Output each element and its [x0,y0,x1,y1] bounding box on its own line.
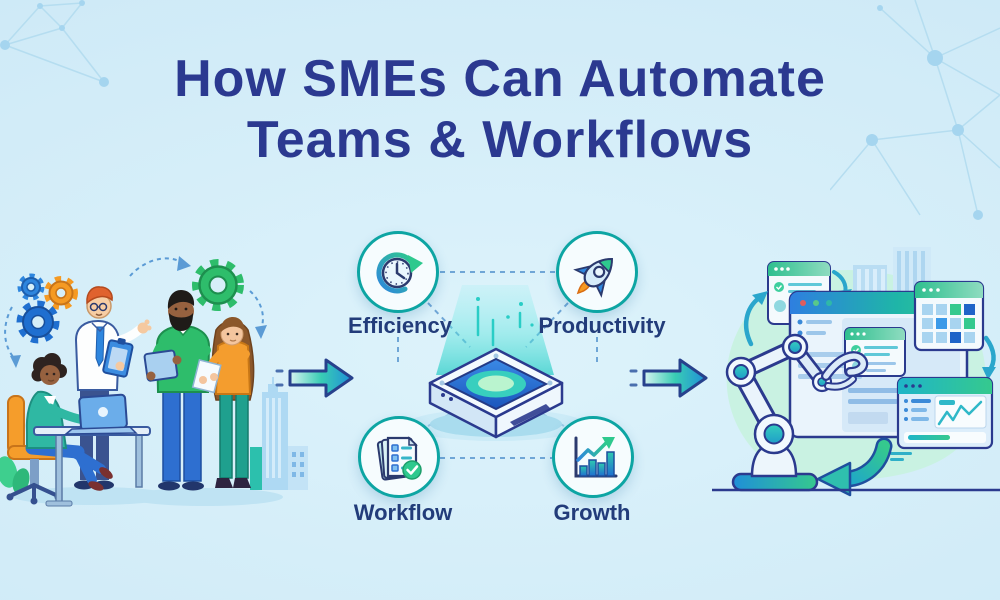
ai-chip-icon [406,347,586,441]
feature-label-efficiency: Efficiency [348,313,452,338]
title-line-2: Teams & Workflows [246,111,754,169]
browser-window-calendar [913,280,985,352]
gears-icon [16,259,244,344]
person-with-tablet [143,290,211,491]
feature-circle-workflow [358,416,440,498]
gripper-claw [821,351,869,391]
browser-window-analytics [896,376,994,450]
beam-streaks [476,305,522,347]
hub-background [397,271,598,459]
browser-window-checklist-small [767,261,831,325]
tablet-icon [143,349,179,382]
return-arrow-icon [816,437,893,497]
feature-circle-efficiency [357,231,439,313]
plant-icon [0,456,30,494]
cycle-arrows [743,270,996,380]
robotic-arm-automation-illustration [712,247,1000,497]
city-buildings [853,247,931,298]
title-line-1: How SMEs Can Automate [174,50,826,108]
glow-beam [436,285,554,375]
page-title: How SMEs Can Automate Teams & Workflows [0,49,1000,171]
office-chair-icon [6,395,63,505]
clipboard-icon [102,337,134,378]
browser-window-checklist-held [844,327,906,377]
arc-arrowheads [10,256,267,368]
person-with-paper [191,317,255,488]
desk-icon [33,426,151,507]
checklist-icon [376,436,422,481]
feature-circle-productivity [556,231,638,313]
robotic-arm-icon [725,333,869,492]
arrow-right-icon [629,358,708,398]
background-blob [726,269,986,480]
feature-label-workflow: Workflow [353,500,453,525]
rocket-icon [573,258,613,298]
feature-label-productivity: Productivity [538,313,666,338]
browser-window-main [788,290,969,439]
paper-icon [191,359,222,394]
feature-circle-growth [552,416,634,498]
team-collaboration-illustration [0,256,308,507]
laptop-icon [63,393,138,435]
arrow-right-icon [275,358,354,398]
clock-cycle-icon [376,252,423,294]
feature-label-growth: Growth [553,500,631,525]
automation-hub: Efficiency Productivity Workflow Growth [340,225,666,540]
person-seated [25,353,113,491]
growth-chart-icon [574,436,618,478]
person-presenter [74,286,152,490]
dashed-flow-arcs [4,257,264,359]
